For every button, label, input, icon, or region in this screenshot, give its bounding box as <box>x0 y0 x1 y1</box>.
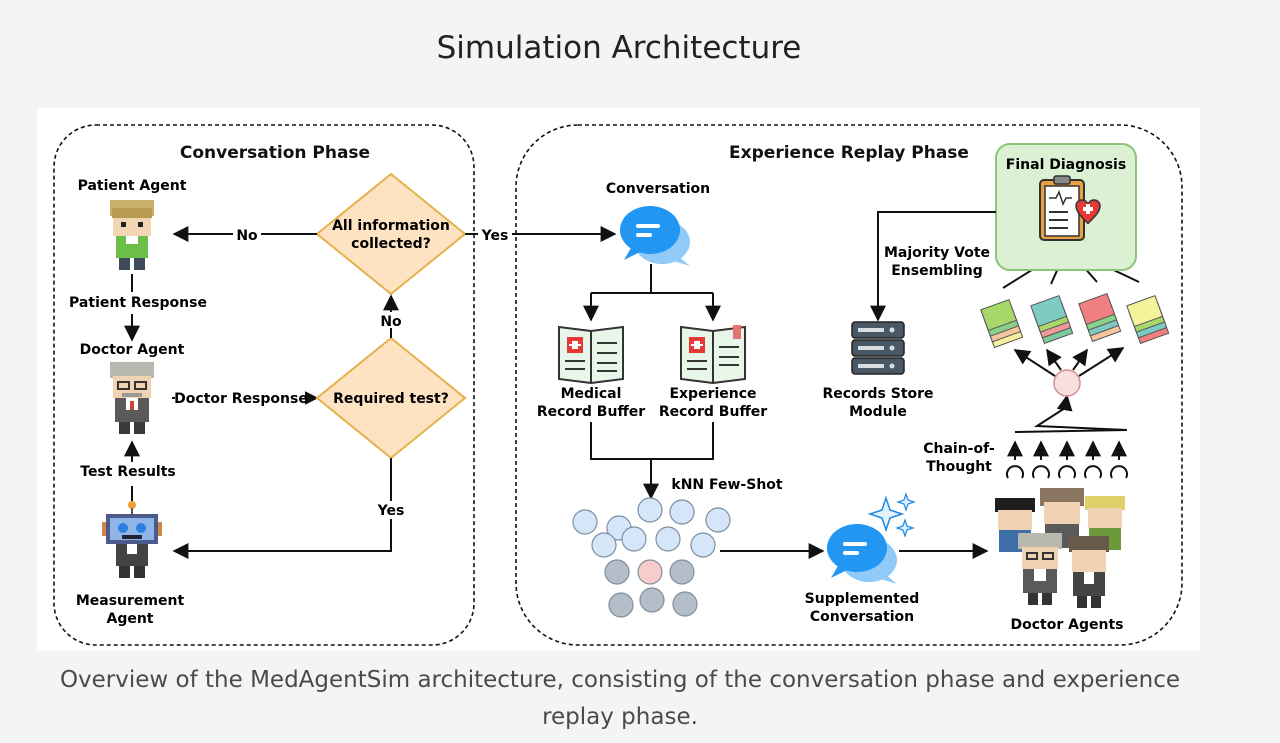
knn-node <box>621 526 647 552</box>
figure-caption: Overview of the MedAgentSim architecture… <box>59 667 1181 730</box>
conversation-phase-box <box>53 124 475 646</box>
majority-line1: Majority Vote <box>884 245 990 261</box>
opinion-card-stacks <box>980 292 1170 349</box>
yes-label-right: Yes <box>481 228 509 244</box>
knn-node <box>637 497 663 523</box>
experience-book-icon <box>680 325 746 385</box>
sparkle-icon <box>896 492 916 512</box>
page-title: Simulation Architecture <box>436 30 802 66</box>
info-collected-line1: All information <box>332 218 450 234</box>
conversation-phase-title: Conversation Phase <box>180 143 370 163</box>
knn-node <box>690 532 716 558</box>
replay-phase-box <box>515 124 1183 646</box>
knn-node <box>655 526 681 552</box>
experience-buffer-line2: Record Buffer <box>659 404 767 420</box>
knn-node <box>639 587 665 613</box>
medical-buffer-line1: Medical <box>561 386 622 402</box>
patient-response-label: Patient Response <box>69 295 207 311</box>
knn-nodes <box>572 497 731 618</box>
measurement-agent-line2: Agent <box>106 611 153 627</box>
doctor-agents-label: Doctor Agents <box>1011 617 1124 633</box>
aggregation-node <box>1053 369 1081 397</box>
experience-buffer-line1: Experience <box>669 386 756 402</box>
no-label-left: No <box>236 228 258 244</box>
cot-line2: Thought <box>926 459 992 475</box>
records-store-line2: Module <box>849 404 907 420</box>
no-label-up: No <box>380 314 402 330</box>
replay-phase-title: Experience Replay Phase <box>729 143 969 163</box>
doctor-agent-label: Doctor Agent <box>80 342 185 358</box>
cot-funnel <box>1014 394 1128 433</box>
cot-line1: Chain-of- <box>923 441 995 457</box>
architecture-figure: Conversation Phase Experience Replay Pha… <box>37 108 1200 651</box>
knn-node <box>608 592 634 618</box>
conversation-label: Conversation <box>606 181 710 197</box>
supplemented-chat-icon <box>827 524 897 584</box>
final-diagnosis-label: Final Diagnosis <box>1006 157 1126 173</box>
medical-buffer-line2: Record Buffer <box>537 404 645 420</box>
cot-arrows <box>1006 440 1128 479</box>
knn-node <box>669 559 695 585</box>
yes-path-to-measurement <box>172 458 392 559</box>
patient-agent-label: Patient Agent <box>78 178 187 194</box>
merge-line <box>590 422 714 460</box>
patient-agent-sprite <box>110 200 154 270</box>
required-test-label: Required test? <box>333 391 449 407</box>
doctor-response-label: Doctor Response <box>174 391 308 407</box>
clipboard-heart-icon <box>1039 175 1101 241</box>
knn-label: kNN Few-Shot <box>671 477 783 493</box>
knn-node <box>572 509 598 535</box>
knn-node <box>604 559 630 585</box>
knn-node <box>669 499 695 525</box>
majority-line2: Ensembling <box>891 263 983 279</box>
medical-book-icon <box>558 325 624 385</box>
architecture-diagram: Conversation Phase Experience Replay Pha… <box>53 124 1183 646</box>
knn-node <box>672 591 698 617</box>
test-results-label: Test Results <box>80 464 175 480</box>
knn-node <box>591 532 617 558</box>
knn-node <box>637 559 663 585</box>
sparkle-icon <box>895 518 915 538</box>
measurement-agent-line1: Measurement <box>76 593 185 609</box>
info-collected-line2: collected? <box>351 236 431 252</box>
sparkle-icon <box>867 495 905 533</box>
doctor-agent-sprite <box>110 362 154 434</box>
supplemented-line1: Supplemented <box>805 591 920 607</box>
server-icon <box>851 321 905 375</box>
yes-label-down: Yes <box>377 503 405 519</box>
records-store-line1: Records Store <box>822 386 933 402</box>
doctor-group-sprite <box>995 488 1125 608</box>
info-collected-decision <box>315 172 467 296</box>
robot-sprite <box>102 501 162 578</box>
supplemented-line2: Conversation <box>810 609 914 625</box>
final-to-records-line <box>870 211 996 322</box>
chat-bubble-icon <box>620 206 690 266</box>
knn-node <box>705 507 731 533</box>
